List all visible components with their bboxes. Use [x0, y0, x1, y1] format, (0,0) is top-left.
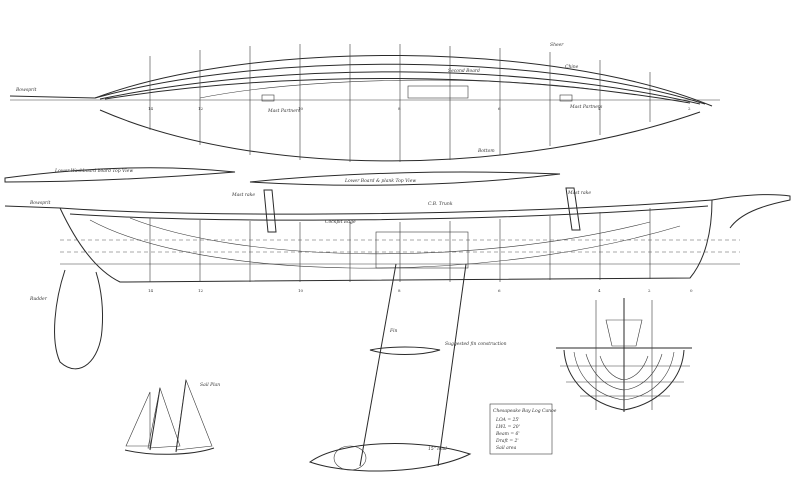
- sheer-label-top: Sheer: [550, 42, 564, 48]
- svg-text:12: 12: [198, 106, 204, 111]
- sheer-profile: [59, 199, 713, 215]
- spec-box-frame: [489, 403, 553, 455]
- svg-text:4: 4: [598, 106, 601, 111]
- rail-profile: [69, 205, 709, 221]
- svg-text:10: 10: [298, 288, 304, 293]
- centerboard-detail: Fin Suggested fin construction 15" lead: [308, 263, 507, 472]
- body-section-outer: [563, 349, 685, 411]
- body-plan: [556, 298, 692, 412]
- sail-plan-label: Sail Plan: [200, 382, 220, 388]
- fore-mast-stub: [263, 189, 277, 233]
- main-mast-stub: [565, 187, 581, 231]
- spec-line-1: LOA = 25': [495, 417, 520, 423]
- svg-text:2: 2: [648, 288, 651, 293]
- plan-stations: [149, 44, 651, 162]
- bowsprit-label-side: Bowsprit: [29, 200, 51, 206]
- cb-edge-right: [437, 263, 467, 467]
- fin-section: [369, 346, 441, 355]
- svg-text:8: 8: [398, 106, 401, 111]
- cb-trunk-plan: [407, 85, 469, 99]
- svg-text:10: 10: [298, 106, 304, 111]
- second-board-label: Second Board: [448, 68, 480, 74]
- hull-outline-profile: [59, 199, 713, 283]
- svg-text:6: 6: [498, 106, 501, 111]
- inner-line-plan: [199, 79, 601, 99]
- lower-board-strip: [249, 171, 561, 186]
- cockpit-label: Cockpit Edge: [325, 219, 356, 225]
- fore-sail: [147, 386, 181, 449]
- cb-trunk-profile: [375, 231, 469, 269]
- spec-title: Chesapeake Bay Log Canoe: [493, 408, 557, 414]
- svg-text:8: 8: [398, 288, 401, 293]
- mast-partner-aft-plan: [559, 94, 573, 102]
- svg-text:0: 0: [690, 288, 693, 293]
- body-section-3: [585, 353, 663, 391]
- mast-rake-aft-label: Mast rake: [567, 190, 591, 196]
- mast-partner-aft-label: Mast Partners: [569, 104, 603, 110]
- bowsprit-side: [4, 205, 61, 209]
- bowsprit-plan: [9, 95, 96, 99]
- spec-box: Chesapeake Bay Log Canoe LOA = 25' LWL =…: [489, 403, 557, 455]
- stern-overhang: [711, 194, 791, 229]
- sail-plan: Sail Plan: [124, 378, 220, 455]
- spec-line-2: LWL = 20': [495, 424, 520, 430]
- fourth-line-plan: [104, 77, 691, 104]
- mast-partner-fwd-plan: [261, 94, 275, 102]
- mast-partner-fwd-label: Mast Partners: [267, 108, 301, 114]
- lower-washboard-label: Lower Washboard board Top View: [54, 168, 133, 174]
- bottom-label: Bottom: [477, 148, 495, 154]
- spec-line-4: Draft = 2': [495, 438, 519, 444]
- fin-label: Fin: [389, 328, 398, 334]
- buttock-2: [129, 217, 651, 255]
- lead-bulb: [308, 443, 472, 472]
- svg-text:14: 14: [148, 106, 154, 111]
- cb-edge-left: [359, 263, 397, 467]
- main-sail: [175, 378, 213, 451]
- fin-construction-label: Suggested fin construction: [445, 341, 507, 347]
- sheer-line-plan: [94, 55, 713, 107]
- buttock-1: [89, 219, 681, 269]
- svg-text:4: 4: [598, 288, 601, 293]
- svg-text:12: 12: [198, 288, 204, 293]
- rudder-label: Rudder: [29, 296, 48, 302]
- profile-view: Bowsprit Mast rake Mast rake: [4, 187, 791, 370]
- lower-washboard-strip: [4, 167, 236, 183]
- cb-trunk-label: C.B. Trunk: [428, 201, 453, 207]
- fore-mast-sail: [149, 387, 161, 451]
- bowsprit-label-top: Bowsprit: [15, 87, 37, 93]
- chine-label-top: Chine: [565, 64, 579, 70]
- jib-sail: [125, 391, 151, 447]
- spec-line-3: Beam = 6': [495, 431, 520, 437]
- plan-view: Bowsprit Sheer Second Board Chine Mast P…: [9, 42, 720, 162]
- profile-stations: [149, 208, 651, 282]
- spec-line-5: Sail area: [496, 445, 517, 451]
- plan-station-numbers: 14 12 10 8 6 4 2: [148, 106, 691, 111]
- bottom-line-plan: [99, 109, 701, 162]
- bulb-circle: [333, 445, 367, 471]
- mast-rake-fwd-label: Mast rake: [231, 192, 255, 198]
- body-trunk: [605, 319, 643, 347]
- profile-station-numbers: 14 12 10 8 6 4 2 0: [148, 288, 693, 293]
- board-strips: Lower Washboard board Top View Lower Boa…: [4, 167, 561, 186]
- svg-text:2: 2: [688, 106, 691, 111]
- body-section-2: [573, 351, 675, 401]
- sail-plan-hull: [124, 447, 215, 455]
- bulb-label: 15" lead: [428, 446, 447, 452]
- lower-board-label: Lower Board & plank Top View: [344, 178, 416, 184]
- svg-text:14: 14: [148, 288, 154, 293]
- rudder-profile: [54, 269, 103, 370]
- svg-text:6: 6: [498, 288, 501, 293]
